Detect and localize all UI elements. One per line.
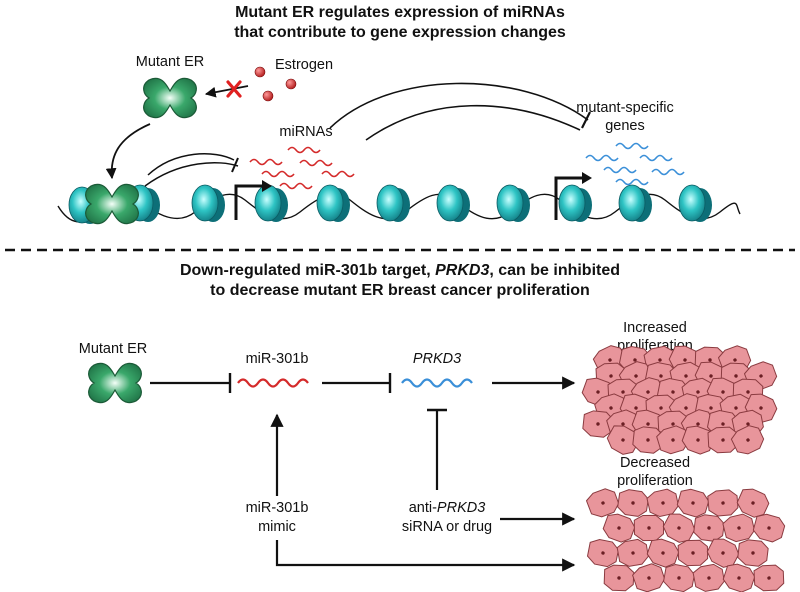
cell [632,513,666,543]
nucleosome [254,184,289,223]
decreased-proliferation-label: proliferation [617,473,693,489]
nucleosome [191,184,226,223]
promoter-arrow-mirna [234,180,272,220]
bound-mutant-er [85,183,139,225]
estrogen-molecules [254,66,297,102]
cell [662,563,696,592]
mir301b-transcript [237,378,309,388]
er-to-chromatin-arrow [105,123,151,180]
bottom-title-line2: to decrease mutant ER breast cancer prol… [210,282,590,299]
er-inhibits-mir301b [150,373,232,393]
anti-prkd3-label-line1: anti-PRKD3 [409,500,486,516]
cell [616,488,650,518]
nucleosome [496,184,531,223]
nucleosome [558,184,593,223]
no-binding-x-icon [226,80,242,98]
er-represses-mirna-inhibition [144,153,239,187]
cell [586,537,620,569]
estrogen-arrow [204,85,249,98]
cell [705,487,741,519]
cell [751,511,787,545]
top-title-line1: Mutant ER regulates expression of miRNAs [235,4,565,21]
mirnas-label: miRNAs [279,124,332,140]
mutant-specific-label: mutant-specific [576,100,674,116]
mimic-to-decreased-arrow [275,540,576,572]
nucleosome [376,184,411,223]
mirna-inhibits-genes-arrows [329,82,591,141]
bottom-mutant-er-receptor [88,362,142,404]
mirna-transcripts [249,146,355,190]
mutant-specific-gene-transcripts [585,142,685,186]
nucleosome [436,184,471,223]
mir301b-inhibits-prkd3 [322,373,392,393]
prkd3-transcript [401,378,473,388]
cell [752,562,786,592]
cell [737,538,769,568]
sparse-cell-cluster [583,484,787,592]
cell [676,538,710,568]
bottom-title-line1: Down-regulated miR-301b target, PRKD3, c… [180,262,620,279]
mir301b-label: miR-301b [246,351,309,367]
genes-label: genes [605,118,645,134]
mimic-label-line1: miR-301b [246,500,309,516]
top-mutant-er-label: Mutant ER [136,54,205,70]
cell [692,513,726,543]
nucleosome [316,184,351,223]
promoter-arrow-gene [554,172,592,220]
nucleosome [618,184,653,223]
bottom-mutant-er-label: Mutant ER [79,341,148,357]
top-mutant-er-receptor [143,77,197,119]
cell [603,563,635,592]
mimic-label-line2: mimic [258,519,296,535]
nucleosome [678,184,713,223]
prkd3-label: PRKD3 [413,351,461,367]
estrogen-label: Estrogen [275,57,333,73]
decreased-label: Decreased [620,455,690,471]
cell [675,486,711,520]
increased-label: Increased [623,320,687,336]
cell [600,510,638,546]
top-title-line2: that contribute to gene expression chang… [234,24,566,41]
dense-cell-cluster [579,340,781,460]
anti-prkd3-label-line2: siRNA or drug [402,519,492,535]
